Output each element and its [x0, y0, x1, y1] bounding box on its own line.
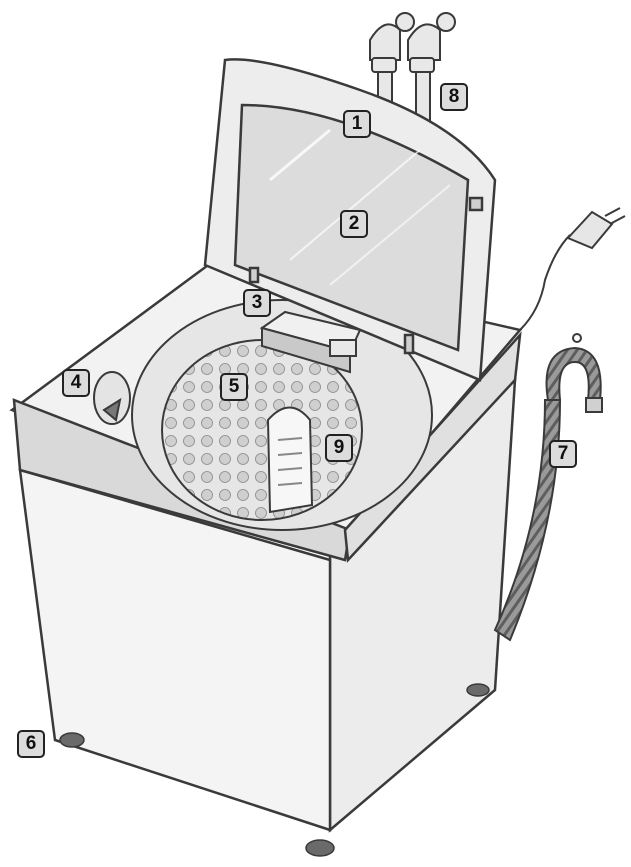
- callout-lid-window: 2: [340, 210, 368, 238]
- softener-inlet: [94, 372, 130, 424]
- lint-filter: [268, 408, 312, 513]
- callout-softener-inlet: 4: [62, 369, 90, 397]
- callout-body: 6: [17, 730, 45, 758]
- callout-detergent-dispenser: 3: [243, 289, 271, 317]
- callout-pulsator-tub: 5: [220, 373, 248, 401]
- callout-lint-filter: 9: [325, 434, 353, 462]
- power-cord: [520, 208, 625, 330]
- callout-lid: 1: [343, 110, 371, 138]
- callout-water-taps: 8: [440, 83, 468, 111]
- callout-drain-hose: 7: [549, 440, 577, 468]
